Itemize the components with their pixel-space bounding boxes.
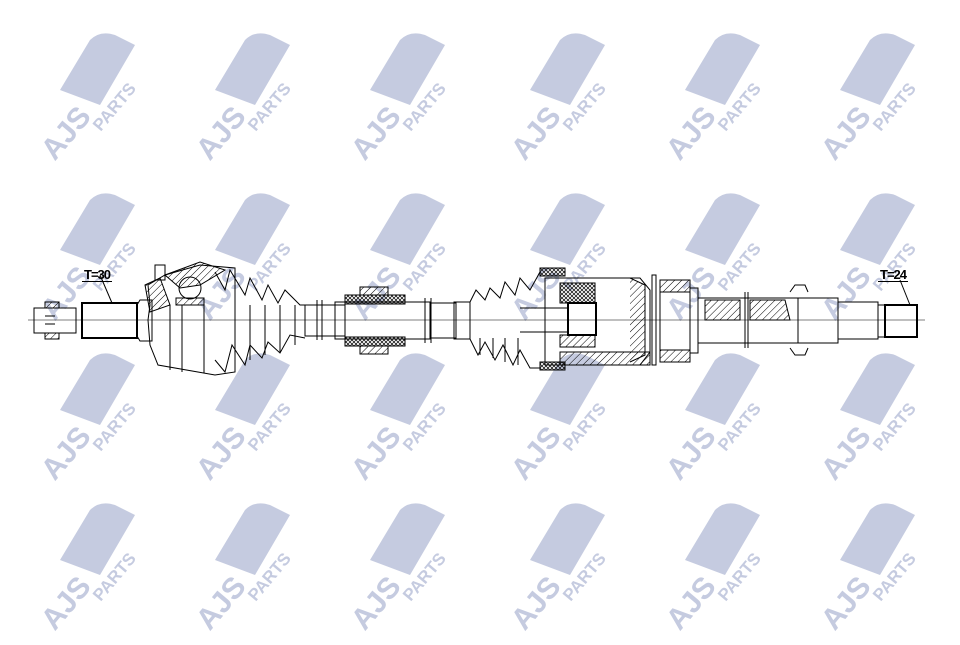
- right-spline-label: T=24: [878, 267, 908, 282]
- left-spline: [81, 302, 138, 339]
- outer-boot: [214, 268, 312, 374]
- outer-cv-joint: [144, 261, 236, 376]
- left-spline-label: T=30: [82, 267, 112, 282]
- output-shaft: [697, 279, 918, 356]
- left-spline-stub: [33, 301, 77, 340]
- damper: [344, 286, 406, 355]
- inner-boot: [469, 267, 566, 371]
- inner-tripod-joint: [520, 277, 651, 366]
